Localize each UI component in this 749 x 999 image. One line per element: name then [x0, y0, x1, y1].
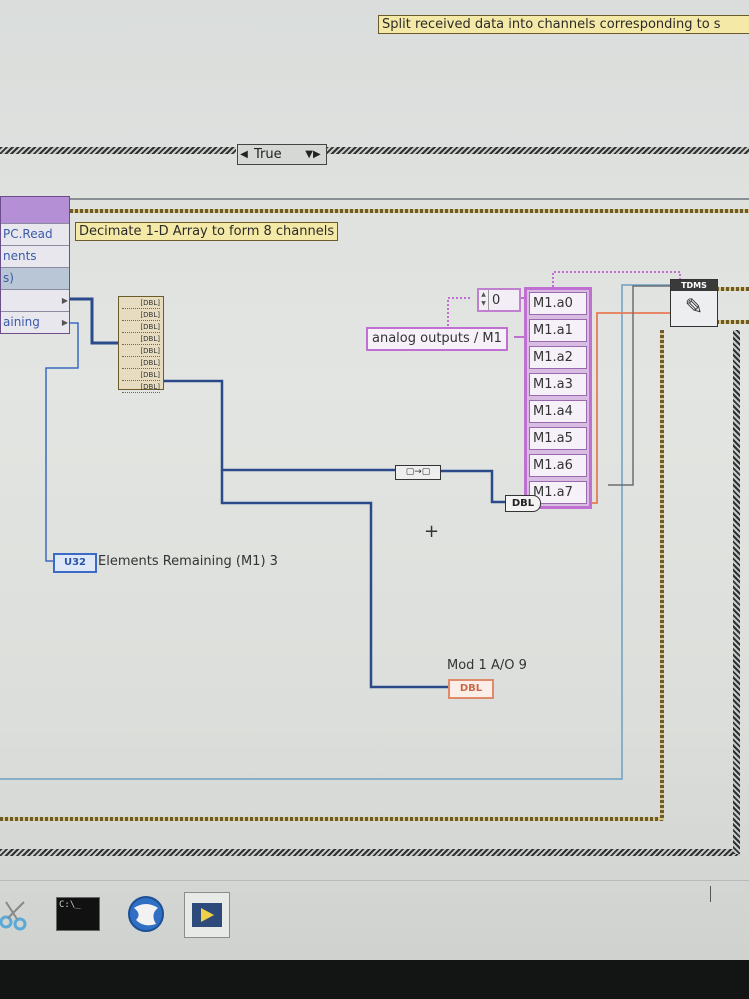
- decimate-output-row: [DBL]: [122, 334, 160, 345]
- taskbar-divider: [0, 880, 749, 881]
- loop-border-right: [733, 330, 740, 854]
- property-node-item-label: s): [3, 271, 14, 285]
- pencil-icon: ✎: [684, 295, 704, 320]
- decimate-output-row: [DBL]: [122, 322, 160, 333]
- path-constant[interactable]: analog outputs / M1: [366, 327, 508, 351]
- tdms-label: TDMS: [671, 280, 717, 291]
- terminal-icon[interactable]: C:\_: [56, 892, 100, 936]
- terminal-arrow-icon: ▶: [61, 318, 68, 327]
- numeric-constant[interactable]: ▲▼ 0: [477, 288, 521, 312]
- decimate-output-row: [DBL]: [122, 370, 160, 381]
- case-next-arrow[interactable]: ▼▶: [305, 149, 321, 160]
- case-selector-value: True: [254, 147, 282, 162]
- property-node-item-label: nents: [3, 249, 37, 263]
- inner-case-boundary: [0, 284, 670, 780]
- property-node-header: [1, 197, 69, 223]
- wire-elements-remaining: [45, 322, 79, 562]
- to-dbl-conversion-node[interactable]: DBL: [505, 495, 541, 512]
- channel-name-item[interactable]: M1.a2: [529, 346, 587, 369]
- increment-spinner-icon[interactable]: ▲▼: [479, 290, 489, 310]
- wire-branch-down: [220, 470, 448, 689]
- property-node[interactable]: PC.Read nents s) ▶ aining ▶: [0, 196, 70, 334]
- globe-icon[interactable]: [124, 892, 168, 936]
- channel-name-array[interactable]: M1.a0 M1.a1 M1.a2 M1.a3 M1.a4 M1.a5 M1.a…: [524, 287, 592, 509]
- block-diagram: Split received data into channels corres…: [0, 0, 749, 960]
- inner-frame-top-line: [0, 198, 749, 200]
- property-node-item-remaining[interactable]: aining ▶: [1, 311, 69, 333]
- channel-name-item[interactable]: M1.a4: [529, 400, 587, 423]
- wire-tdms-ref: [608, 285, 670, 486]
- decimate-output-row: [DBL]: [122, 346, 160, 357]
- loop-border-bottom: [0, 849, 740, 856]
- terminal-arrow-icon: ▶: [61, 296, 68, 305]
- channel-name-item[interactable]: M1.a0: [529, 292, 587, 315]
- terminal-text: C:\_: [56, 897, 100, 931]
- mod-indicator-label: Mod 1 A/O 9: [447, 658, 527, 673]
- inner-loop-border-right: [660, 330, 664, 820]
- channel-name-item[interactable]: M1.a6: [529, 454, 587, 477]
- labview-icon[interactable]: [184, 892, 230, 938]
- channel-name-item[interactable]: M1.a5: [529, 427, 587, 450]
- decimate-output-row: [DBL]: [122, 382, 160, 393]
- inner-loop-border-bottom: [0, 817, 664, 821]
- property-node-item-label: PC.Read: [3, 227, 53, 241]
- comment-split-channels: Split received data into channels corres…: [378, 15, 749, 34]
- case-prev-arrow[interactable]: ◀: [240, 149, 248, 160]
- mod-indicator[interactable]: DBL: [448, 679, 494, 699]
- elements-remaining-indicator[interactable]: U32: [53, 553, 97, 573]
- decimate-output-row: [DBL]: [122, 298, 160, 309]
- wire-node-to-decimate: [70, 297, 118, 345]
- wire-decimate-out: [162, 379, 395, 472]
- decimate-output-row: [DBL]: [122, 310, 160, 321]
- property-node-item-data[interactable]: ▶: [1, 289, 69, 311]
- crosshair-cursor-icon: +: [424, 521, 440, 542]
- property-node-item-timeout[interactable]: s): [1, 267, 69, 289]
- numeric-constant-value: 0: [492, 292, 501, 308]
- comment-decimate: Decimate 1-D Array to form 8 channels: [75, 222, 339, 241]
- channel-name-item[interactable]: M1.a3: [529, 373, 587, 396]
- case-selector[interactable]: ◀ True ▼▶: [237, 144, 327, 165]
- wire-path-top: [552, 271, 681, 287]
- channel-name-item[interactable]: M1.a7: [529, 481, 587, 504]
- taskbar: C:\_: [0, 880, 749, 950]
- wires: [0, 271, 681, 780]
- outer-gold-right-mid: [716, 320, 749, 324]
- property-node-item-label: aining: [3, 315, 40, 329]
- decimate-output-row: [DBL]: [122, 358, 160, 369]
- property-node-item-read[interactable]: PC.Read: [1, 223, 69, 245]
- loop-border-top-right: [326, 147, 749, 154]
- property-node-item-elements[interactable]: nents: [1, 245, 69, 267]
- monitor-bezel: [0, 960, 749, 999]
- tdms-write-node[interactable]: TDMS ✎: [670, 279, 718, 327]
- outer-gold-right-top: [716, 287, 749, 291]
- wire-build-to-dbl: [439, 469, 505, 504]
- decimate-array-node[interactable]: [DBL] [DBL] [DBL] [DBL] [DBL] [DBL] [DBL…: [118, 296, 164, 393]
- taskbar-mark: [710, 886, 711, 902]
- inner-loop-border-top: [70, 209, 749, 213]
- channel-name-item[interactable]: M1.a1: [529, 319, 587, 342]
- scissors-icon[interactable]: [0, 892, 36, 936]
- elements-remaining-label: Elements Remaining (M1) 3: [98, 554, 278, 569]
- build-array-node[interactable]: ▢→▢: [395, 465, 441, 480]
- wire-path-const: [447, 297, 470, 327]
- loop-border-top: [0, 147, 236, 154]
